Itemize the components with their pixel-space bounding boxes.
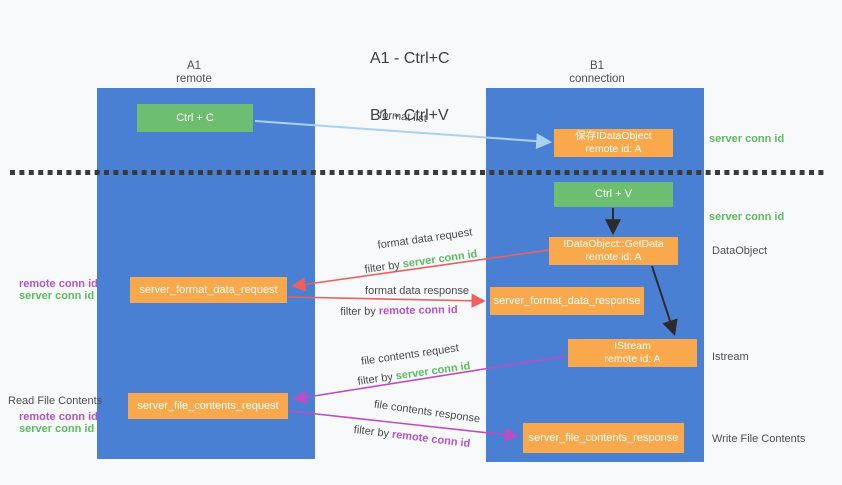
left-server-conn-id-1: server conn id [19,289,95,302]
node-server-file-contents-request: server_file_contents_request [128,393,288,419]
filter-by-text-4: filter by [353,423,390,441]
node-istream: IStream remote id: A [568,339,697,367]
label-format-data-request: format data request [376,226,474,252]
node-save-dataobject-line2: remote id: A [585,143,642,155]
left-conn-id-stack-file: remote conn id server conn id [19,411,98,435]
node-getdata-line2: remote id: A [585,251,642,263]
filter-by-text-2: filter by [340,305,376,319]
node-server-format-data-response: server_format_data_response [490,287,644,315]
node-istream-line2: remote id: A [604,353,661,365]
node-server-format-data-response-label: server_format_data_response [493,294,641,307]
node-istream-line1: IStream [614,340,651,352]
title-line-b1: B1 - Ctrl+V [370,107,449,124]
node-save-dataobject-line1: 保存IDataObject [575,130,652,142]
remote-conn-id-text-1: remote conn id [378,303,458,318]
node-server-format-data-request: server_format_data_request [130,277,287,303]
lane-b-name: B1 [589,60,605,72]
left-remote-conn-id-1: remote conn id [19,278,98,290]
lane-a-header: A1 remote [114,60,274,86]
node-ctrl-c: Ctrl + C [137,104,253,132]
filter-by-text-1: filter by [363,259,401,276]
lane-a-name: A1 [186,60,202,72]
right-server-conn-id-mid: server conn id [709,211,785,223]
lane-b-header: B1 connection [517,60,677,86]
lane-a-role: remote [176,73,212,85]
title-line-a1: A1 - Ctrl+C [370,50,450,67]
node-getdata-line1: IDataObject::GetData [563,238,664,250]
node-server-file-contents-response-label: server_file_contents_response [528,431,679,444]
left-conn-id-stack-format: remote conn id server conn id [19,278,98,302]
left-remote-conn-id-2: remote conn id [19,411,98,423]
server-conn-id-text-1: server conn id [401,248,479,271]
remote-conn-id-text-2: remote conn id [391,428,471,451]
left-label-read-file-contents: Read File Contents [8,395,103,407]
diagram-title: A1 - Ctrl+C B1 - Ctrl+V [370,11,450,163]
node-ctrl-v-label: Ctrl + V [595,188,632,200]
left-server-conn-id-2: server conn id [19,422,95,435]
node-server-file-contents-response: server_file_contents_response [523,423,684,453]
node-server-file-contents-request-label: server_file_contents_request [137,399,279,412]
label-filter-by-server-conn-id-1: filter byserver conn id [364,248,478,276]
filter-by-text-3: filter by [356,371,394,388]
right-label-dataobject: DataObject [712,245,768,257]
right-label-istream: Istream [712,351,749,363]
lane-b-role: connection [569,73,625,85]
node-save-dataobject: 保存IDataObject remote id: A [554,129,673,157]
format-data-response-arrow [287,293,486,308]
label-format-data-response: format data response [365,285,469,297]
right-label-write-file-contents: Write File Contents [712,433,806,445]
server-conn-id-text-2: server conn id [394,360,472,383]
node-server-format-data-request-label: server_format_data_request [139,283,278,296]
node-ctrl-c-label: Ctrl + C [176,111,214,124]
right-server-conn-id-top: server conn id [709,133,785,145]
node-getdata: IDataObject::GetData remote id: A [549,237,678,265]
node-ctrl-v: Ctrl + V [554,182,673,207]
label-file-contents-response: file contents response [373,398,481,426]
